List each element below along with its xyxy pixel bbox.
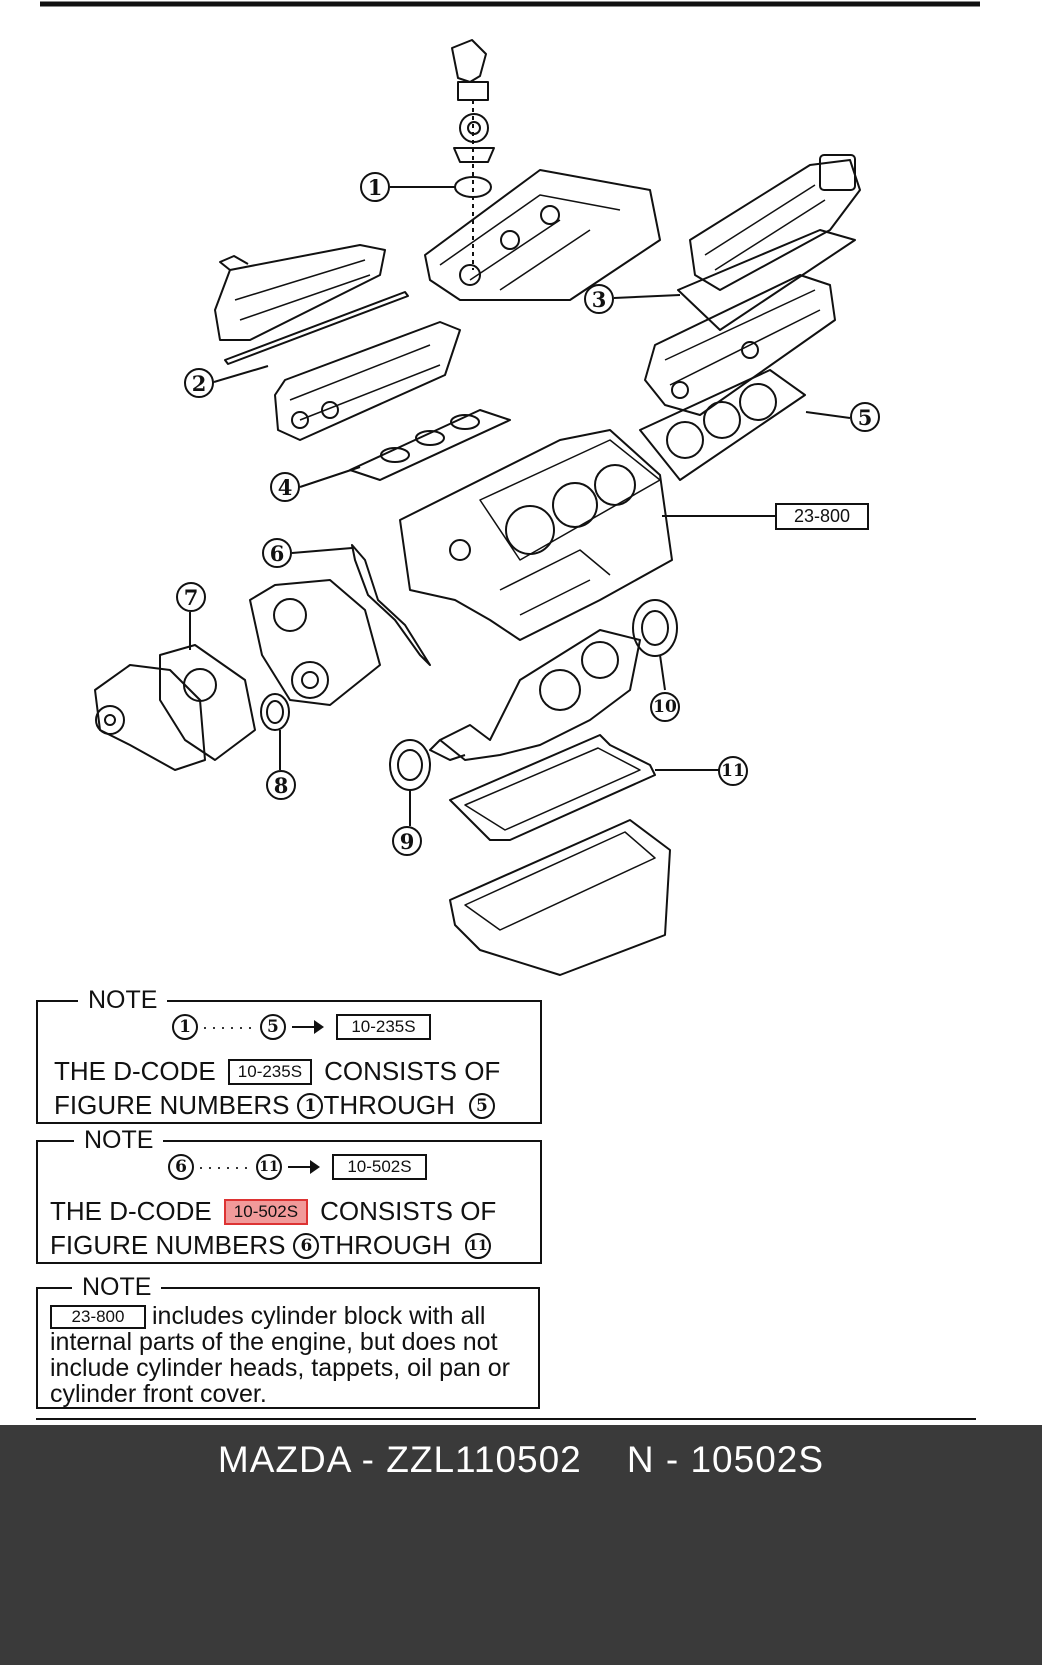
arrow-icon bbox=[291, 1020, 324, 1034]
engine-exploded-diagram bbox=[40, 1, 980, 976]
note-line-1: THE D-CODE 10-502S CONSISTS OF bbox=[50, 1196, 496, 1227]
callout-10: 10 bbox=[650, 692, 680, 722]
callout-3: 3 bbox=[584, 284, 614, 314]
line-mid: THROUGH bbox=[323, 1090, 455, 1120]
line-prefix: FIGURE NUMBERS bbox=[54, 1090, 290, 1120]
footer-bar: MAZDA - ZZL110502 N - 10502S bbox=[0, 1425, 1042, 1665]
line-mid: THROUGH bbox=[319, 1230, 451, 1260]
to-callout: 11 bbox=[464, 1232, 491, 1259]
line-prefix: FIGURE NUMBERS bbox=[50, 1230, 286, 1260]
range-dots: ······ bbox=[202, 1016, 256, 1037]
block-ref-box: 23-800 bbox=[775, 503, 869, 530]
line-prefix: THE D-CODE bbox=[50, 1196, 212, 1226]
range-from-callout: 1 bbox=[172, 1014, 198, 1040]
note-range: 1 ······ 5 10-235S bbox=[172, 1014, 439, 1040]
note-title: NOTE bbox=[78, 986, 168, 1015]
block-code-box: 23-800 bbox=[50, 1305, 146, 1330]
note-line-1: THE D-CODE 10-235S CONSISTS OF bbox=[54, 1056, 500, 1087]
bottom-rule bbox=[36, 1418, 976, 1420]
note-title: NOTE bbox=[74, 1126, 164, 1155]
from-callout: 1 bbox=[297, 1092, 324, 1119]
arrow-icon bbox=[287, 1160, 320, 1174]
note-1: NOTE 1 ······ 5 10-235S THE D-CODE 10-23… bbox=[36, 986, 542, 1124]
callout-11: 11 bbox=[718, 756, 748, 786]
line-prefix: THE D-CODE bbox=[54, 1056, 216, 1086]
note-range: 6 ······ 11 10-502S bbox=[168, 1154, 435, 1180]
callout-1: 1 bbox=[360, 172, 390, 202]
from-callout: 6 bbox=[293, 1232, 320, 1259]
line-suffix: CONSISTS OF bbox=[324, 1056, 501, 1086]
note-line-2: FIGURE NUMBERS 1 THROUGH 5 bbox=[54, 1090, 495, 1121]
line-suffix: CONSISTS OF bbox=[320, 1196, 497, 1226]
dcode-box: 10-502S bbox=[331, 1154, 427, 1180]
callout-6: 6 bbox=[262, 538, 292, 568]
range-dots: ······ bbox=[198, 1156, 252, 1177]
range-to-callout: 5 bbox=[259, 1014, 286, 1040]
note-body-text: includes cylinder block with all interna… bbox=[50, 1302, 511, 1409]
footer-caption: MAZDA - ZZL110502 N - 10502S bbox=[217, 1439, 825, 1480]
callout-7: 7 bbox=[176, 582, 206, 612]
to-callout: 5 bbox=[468, 1092, 495, 1119]
note-line-2: FIGURE NUMBERS 6 THROUGH 11 bbox=[50, 1230, 491, 1261]
callout-9: 9 bbox=[392, 826, 422, 856]
callout-5: 5 bbox=[850, 402, 880, 432]
note-title: NOTE bbox=[72, 1273, 162, 1302]
callout-2: 2 bbox=[184, 368, 214, 398]
callout-8: 8 bbox=[266, 770, 296, 800]
dcode-box: 10-235S bbox=[335, 1014, 431, 1040]
dcode-box-highlighted: 10-502S bbox=[223, 1198, 309, 1225]
note-2: NOTE 6 ······ 11 10-502S THE D-CODE 10-5… bbox=[36, 1126, 542, 1264]
dcode-box: 10-235S bbox=[227, 1058, 313, 1085]
range-from-callout: 6 bbox=[168, 1154, 194, 1180]
callout-4: 4 bbox=[270, 472, 300, 502]
range-to-callout: 11 bbox=[255, 1154, 282, 1180]
